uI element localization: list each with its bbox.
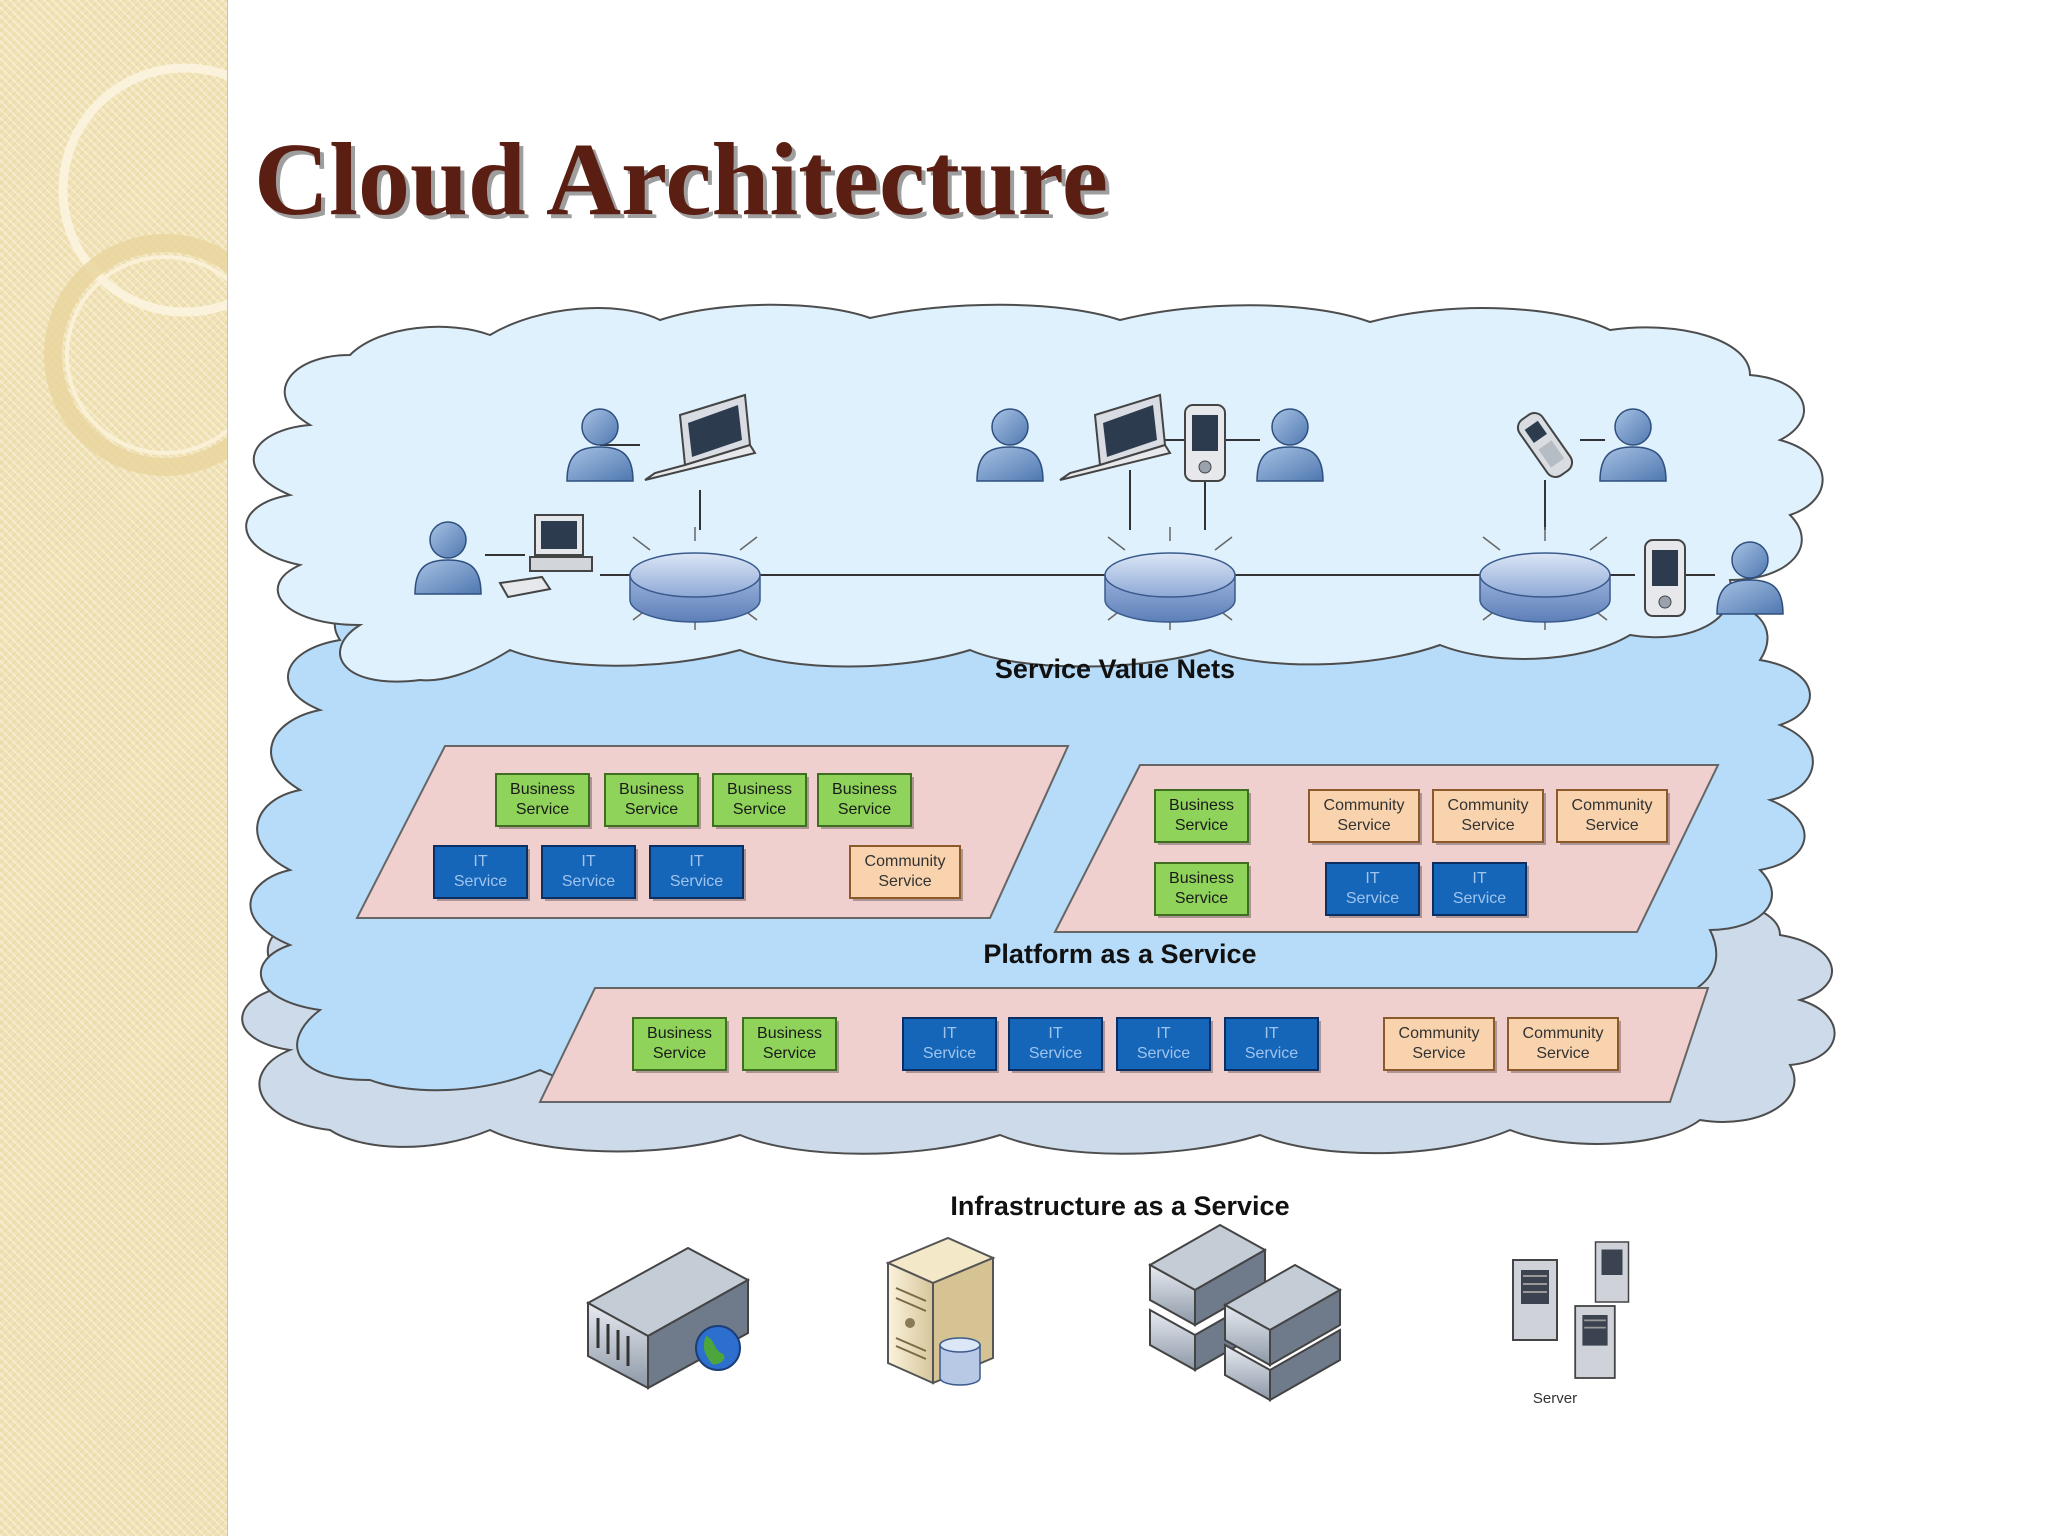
it-service-label: IT [1156,1025,1170,1042]
it-service-label: Service [562,873,615,890]
laptop-icon [644,393,757,481]
business-service-label: Business [647,1025,712,1042]
service-boxes: BusinessServiceBusinessServiceBusinessSe… [433,773,1670,1073]
business-service-label: Service [653,1045,706,1062]
it-service-label: IT [942,1025,956,1042]
it-service-label: IT [689,853,703,870]
user-icon [1256,408,1324,482]
business-service-label: Business [757,1025,822,1042]
it-service-label: Service [670,873,723,890]
network-hub-icon [629,527,761,630]
it-service-box: IT Service [1432,862,1529,918]
it-service-label: IT [581,853,595,870]
it-service-label: Service [1029,1045,1082,1062]
mobile-phone-icon [1516,412,1574,478]
user-icon [1599,408,1667,482]
desktop-computer-icon [498,514,593,599]
it-service-label: IT [1264,1025,1278,1042]
it-service-box: IT Service [1325,862,1422,918]
it-service-label: Service [923,1045,976,1062]
community-service-label: Service [1461,817,1514,834]
business-service-label: Service [516,801,569,818]
community-service-label: Community [865,853,946,870]
business-service-label: Service [838,801,891,818]
community-service-label: Service [1536,1045,1589,1062]
it-service-box: IT Service [1116,1017,1213,1073]
business-service-label: Service [1175,817,1228,834]
laptop-icon [1059,393,1172,481]
community-service-label: Community [1324,797,1405,814]
it-service-label: IT [473,853,487,870]
user-icon [976,408,1044,482]
community-service-label: Service [1412,1045,1465,1062]
service-value-nets-cloud [245,303,1824,683]
user-icon [414,521,482,595]
it-service-label: Service [454,873,507,890]
community-service-label: Community [1399,1025,1480,1042]
pda-icon [1184,404,1226,482]
it-service-box: IT Service [433,845,530,901]
it-service-label: Service [1245,1045,1298,1062]
community-service-label: Service [878,873,931,890]
server-icon [1512,1241,1630,1379]
slide-title: Cloud Architecture [254,122,1109,237]
it-service-label: Service [1137,1045,1190,1062]
network-hub-icon [1104,527,1236,630]
community-service-label: Community [1448,797,1529,814]
web-server-icon [585,1246,751,1390]
user-icon [1716,541,1784,615]
business-service-label: Business [1169,797,1234,814]
business-service-label: Business [619,781,684,798]
pda-icon [1644,539,1686,617]
community-service-label: Community [1572,797,1653,814]
server-label: Server [1533,1390,1577,1407]
it-service-label: Service [1453,890,1506,907]
business-service-label: Service [733,801,786,818]
business-service-label: Service [625,801,678,818]
it-service-label: IT [1472,870,1486,887]
community-service-label: Service [1585,817,1638,834]
business-service-label: Service [763,1045,816,1062]
paas-label: Platform as a Service [983,939,1256,969]
network-links [485,439,1715,576]
it-service-box: IT Service [902,1017,999,1073]
it-service-box: IT Service [541,845,638,901]
it-service-label: Service [1346,890,1399,907]
it-service-box: IT Service [1008,1017,1105,1073]
service-value-nets-label: Service Value Nets [995,654,1235,684]
it-service-box: IT Service [1224,1017,1321,1073]
it-service-box: IT Service [649,845,746,901]
network-hub-icon [1479,527,1611,630]
business-service-label: Business [510,781,575,798]
it-service-label: IT [1365,870,1379,887]
business-service-label: Business [832,781,897,798]
business-service-label: Business [1169,870,1234,887]
iaas-label: Infrastructure as a Service [950,1191,1289,1221]
decorative-sidebar [0,0,312,1536]
community-service-label: Service [1337,817,1390,834]
user-icon [566,408,634,482]
server-cluster-icon [1147,1223,1343,1402]
database-server-icon [885,1236,996,1386]
it-service-label: IT [1048,1025,1062,1042]
business-service-label: Service [1175,890,1228,907]
community-service-label: Community [1523,1025,1604,1042]
business-service-label: Business [727,781,792,798]
